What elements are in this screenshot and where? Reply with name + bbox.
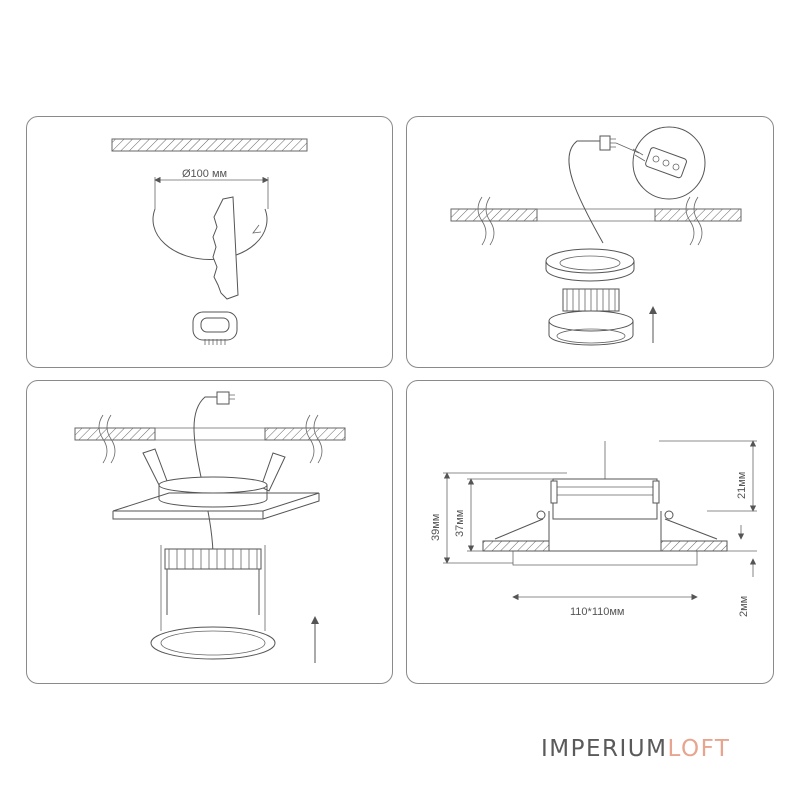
- frame-right: [660, 540, 728, 552]
- connector-icon: [599, 135, 616, 151]
- brand-logo-part1: IMPERIUM: [541, 736, 668, 762]
- panel-step-2-wiring: [406, 116, 774, 368]
- diameter-label: Ø100 мм: [182, 168, 227, 180]
- brand-logo-part2: LOFT: [667, 736, 731, 762]
- terminal-block-icon: [632, 147, 687, 179]
- power-cable: [193, 396, 219, 554]
- dim-39-label: 39мм: [430, 514, 442, 541]
- square-frame: [112, 492, 320, 520]
- step-1-drawing: Ø100 мм: [111, 138, 308, 345]
- spring-clip-left: [142, 448, 168, 486]
- step-2-drawing: [450, 126, 742, 346]
- dim-extension-lines: [443, 440, 757, 564]
- step-3-drawing: [74, 391, 346, 663]
- panel-step-4-dimensions: 39мм 37мм 21мм 2мм 110*110мм: [406, 380, 774, 684]
- ceiling-slab: [111, 138, 308, 152]
- spring-clip-right: [260, 452, 286, 492]
- panel-step-1-cut-hole: Ø100 мм: [26, 116, 393, 368]
- step-4-drawing: 39мм 37мм 21мм 2мм 110*110мм: [430, 440, 757, 618]
- housing-cylinder: [158, 476, 268, 508]
- saw-icon: [192, 196, 239, 345]
- brand-logo: IMPERIUMLOFT: [541, 736, 730, 762]
- light-module: [548, 288, 634, 346]
- light-module: [150, 545, 276, 660]
- power-cable: [568, 140, 604, 244]
- dim-21-label: 21мм: [736, 472, 748, 499]
- frame-left: [482, 540, 550, 552]
- panel-step-3-mount: [26, 380, 393, 684]
- fitting-ring: [545, 248, 635, 282]
- ceiling-slab: [450, 196, 742, 246]
- dim-37-label: 37мм: [454, 510, 466, 537]
- dim-2-label: 2мм: [738, 596, 750, 617]
- connector-icon: [216, 391, 230, 405]
- dim-110-label: 110*110мм: [570, 606, 624, 618]
- ceiling-slab: [74, 414, 346, 464]
- fixture-section: [482, 478, 728, 566]
- cut-circle: [152, 208, 268, 261]
